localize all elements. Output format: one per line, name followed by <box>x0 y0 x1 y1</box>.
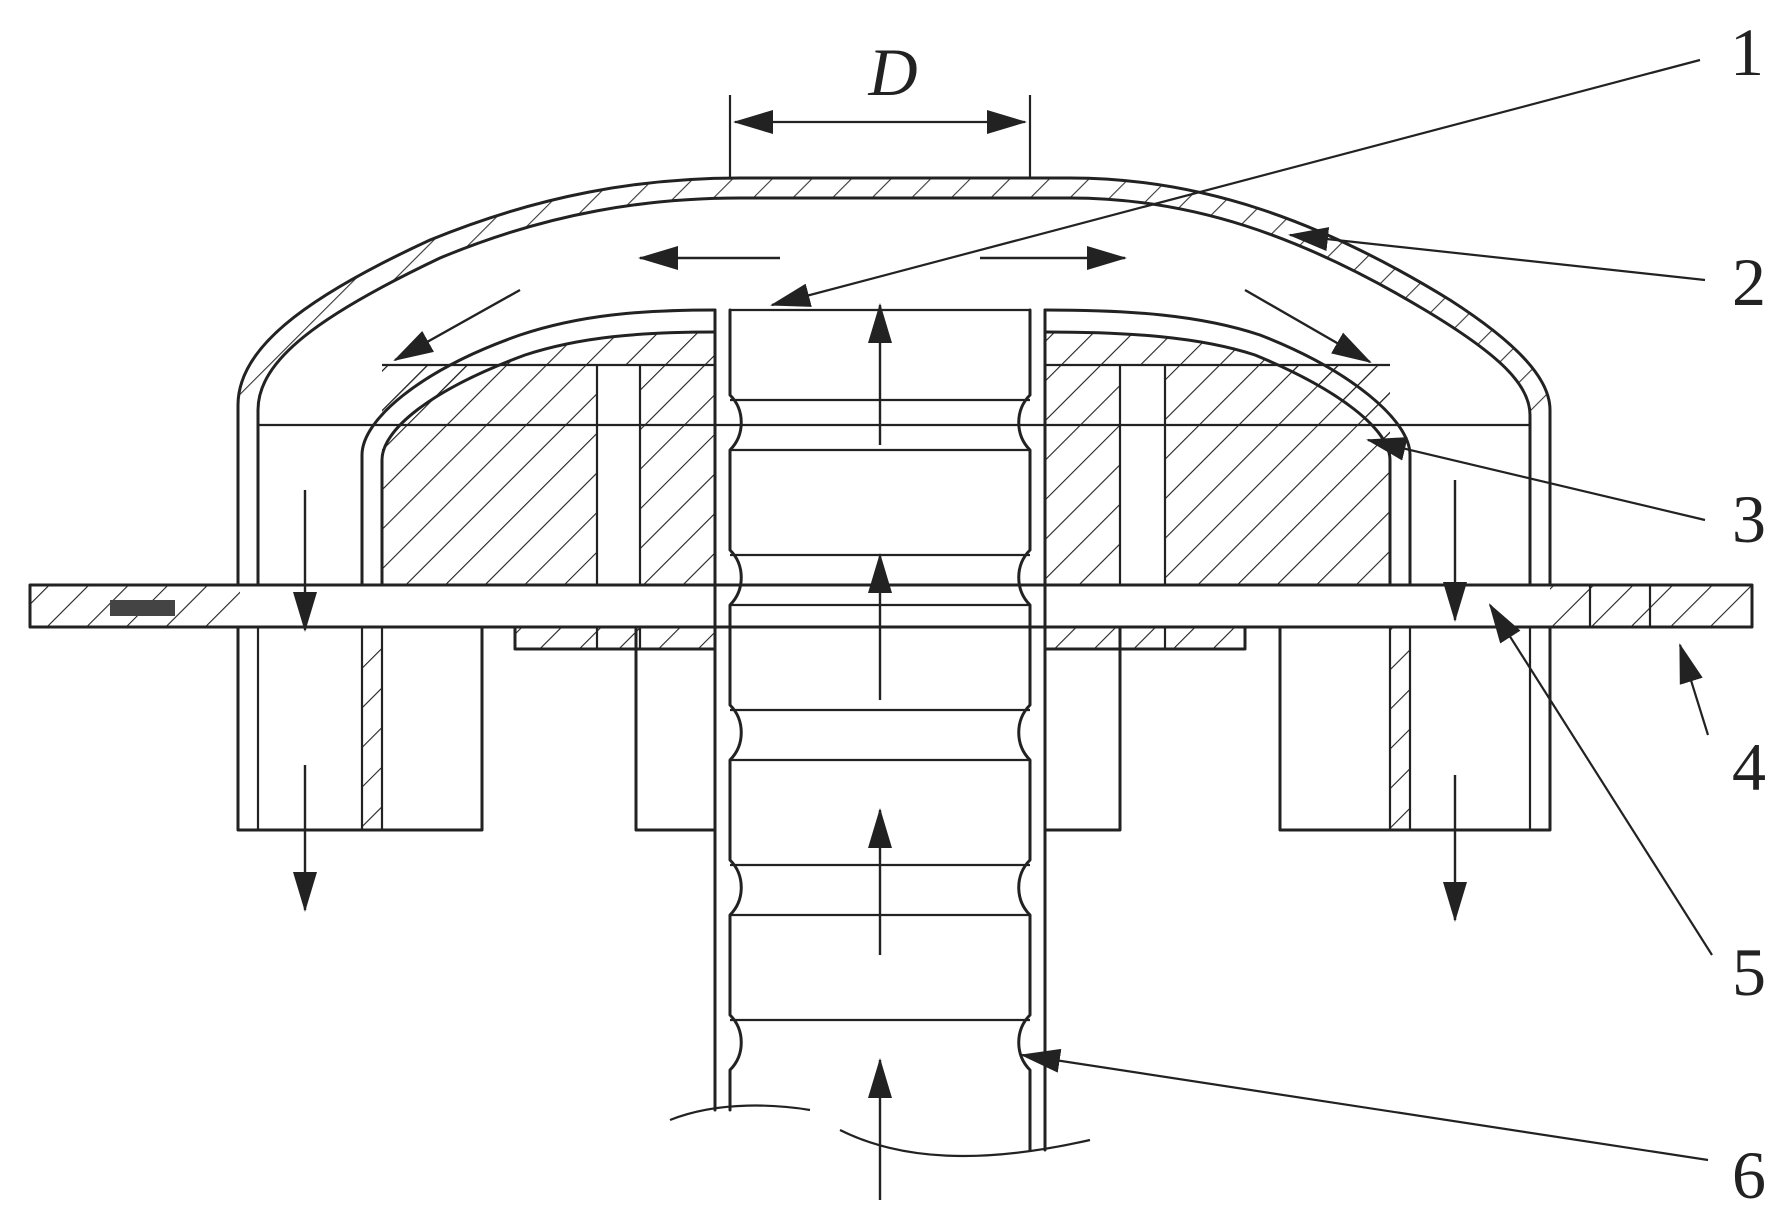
callout-3: 3 <box>1732 481 1766 557</box>
base-flange-plate <box>28 583 1754 629</box>
inner-dome-right <box>1043 308 1412 587</box>
leader-lines <box>770 58 1713 1162</box>
callout-1: 1 <box>1730 14 1764 90</box>
dimension-d: D <box>728 34 1032 178</box>
callout-4: 4 <box>1732 729 1766 805</box>
callout-5: 5 <box>1732 934 1766 1010</box>
inner-dome-left <box>360 308 717 587</box>
lower-housing <box>236 625 1552 832</box>
dimension-label: D <box>867 34 917 110</box>
central-corrugated-pipe <box>669 308 1091 1158</box>
flow-arrows <box>293 246 1467 1200</box>
callout-labels: 1 2 3 4 5 6 <box>1730 14 1766 1213</box>
callout-2: 2 <box>1732 244 1766 320</box>
callout-6: 6 <box>1732 1137 1766 1213</box>
